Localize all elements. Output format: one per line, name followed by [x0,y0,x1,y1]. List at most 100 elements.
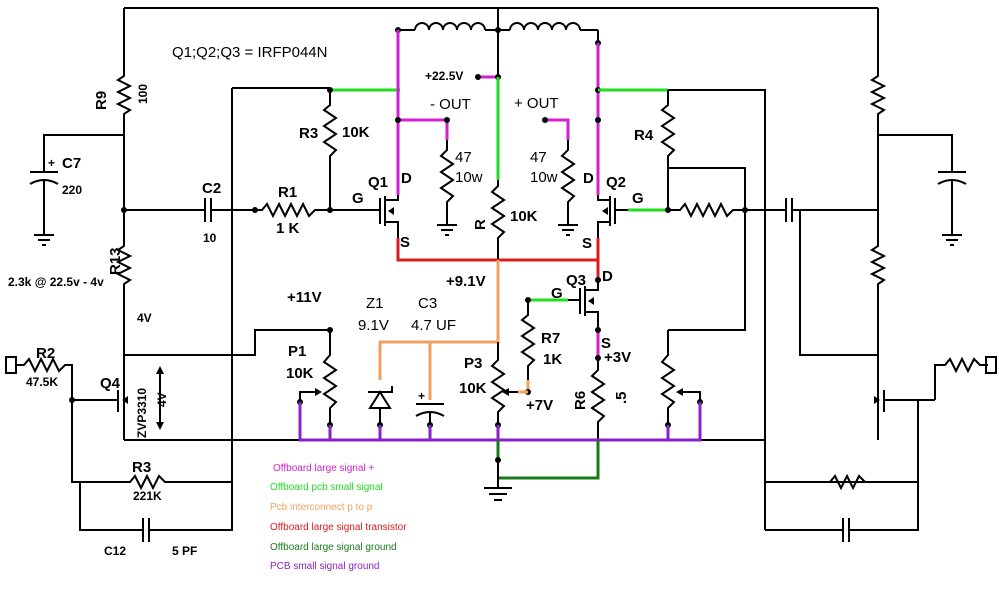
mosfet-q3 [568,280,599,330]
orange-9v-net [378,260,500,400]
q3-g: G [551,285,563,302]
v7-label: +7V [526,397,553,414]
potentiometer-right [660,330,701,425]
c12-wire-a [79,482,143,531]
resistor-r4 [660,90,676,210]
c7-label: C7 [62,155,81,172]
capacitor-right [745,198,878,222]
feedback-wire-left [71,400,80,483]
q3-d: D [602,268,613,285]
q2-d: D [583,170,594,187]
q3-s: S [601,335,611,352]
v3-label: +3V [604,349,631,366]
v4-label: 4V [137,311,152,325]
r3-top-value: 10K [342,124,370,141]
dark-green-ground [496,440,600,480]
p3-value: 10K [459,380,487,397]
q3-label: Q3 [566,272,586,289]
legend-item-1: Offboard large signal + [273,463,374,474]
r9-value: 100 [136,84,150,104]
r9-label: R9 [93,91,110,110]
q4-part: ZVP3310 [135,388,149,438]
right-c12-wire-b [849,482,919,531]
legend: Offboard large signal + Offboard pcb sma… [270,463,407,572]
node-supply [475,74,481,80]
resistor-r1 [255,201,380,219]
node-minus-out-b [444,117,450,123]
resistor-r9 [115,70,133,120]
resistor-right-feedback [800,473,918,491]
p1-label: P1 [288,343,306,360]
r-center-label: R [472,219,489,230]
right-input-terminal [985,356,997,374]
r7-value: 1K [543,351,562,368]
mosfet-q2 [597,195,628,238]
q2-g: G [632,190,644,207]
resistor-right-mid [869,240,887,290]
c3-plus: + [418,389,425,403]
capacitor-right-supply [878,134,967,246]
c12-wire-b [149,440,233,531]
transistor-note: Q1;Q2;Q3 = IRFP044N [172,44,328,61]
z1-label: Z1 [366,295,384,312]
potentiometer-p1 [299,330,338,425]
mosfet-right-q4 [874,390,935,412]
r3-bottom-value: 221K [133,489,162,503]
resistor-r3-top [322,90,338,210]
p1-value: 10K [286,365,314,382]
r4-label: R4 [634,127,654,144]
node-ind-center [495,27,501,33]
resistor-right-input [668,201,745,219]
resistor-load-right [558,140,578,236]
c3-value: 4.7 UF [411,317,456,334]
mosfet-q1 [368,195,399,238]
resistor-r13 [115,240,133,290]
q1-label: Q1 [368,174,388,191]
q1-g: G [352,190,364,207]
ground-symbol [484,460,512,501]
load-left-power: 10w [455,169,483,186]
c7-plus: + [48,156,55,170]
voltage-arrow [156,366,164,430]
resistor-right-top [869,70,887,120]
zener-z1 [368,386,393,425]
legend-item-6: PCB small signal ground [270,561,380,572]
r6-label: R6 [572,391,589,410]
load-left-value: 47 [455,149,472,166]
c7-value: 220 [62,183,82,197]
r2-label: R2 [36,345,55,362]
c2-value: 10 [203,231,217,245]
node-minus-out [395,117,401,123]
resistor-load-left [437,140,457,236]
r3-bottom-label: R3 [132,459,151,476]
legend-item-3: Pcb interconnect p to p [270,502,373,513]
r1-label: R1 [278,184,297,201]
c12-label: C12 [104,544,126,558]
supply-label: +22.5V [425,69,463,83]
q1-d: D [401,170,412,187]
legend-item-4: Offboard large signal transistor [270,522,407,533]
c2-label: C2 [202,180,221,197]
node-plus-out [542,117,548,123]
r13-note: 2.3k @ 22.5v - 4v [8,275,104,289]
c12-value: 5 PF [172,544,197,558]
input-terminal [5,356,17,374]
r3-top-label: R3 [299,125,318,142]
capacitor-c7 [29,134,124,246]
c3-label: C3 [418,295,437,312]
q2-label: Q2 [606,174,626,191]
v4b-label: 4V [155,392,169,407]
q4-label: Q4 [100,375,121,392]
legend-item-5: Offboard large signal ground [270,542,397,553]
legend-item-2: Offboard pcb small signal [270,482,383,493]
z1-value: 9.1V [358,317,389,334]
right-feedback-wire [765,400,919,483]
r6-value: .5 [613,391,630,404]
node-c2-left [121,207,127,213]
resistor-r3-bottom [80,473,232,491]
q2-s: S [582,235,592,252]
right-inner-rail [668,89,878,440]
r7-label: R7 [541,330,560,347]
v11-label: +11V [287,289,322,306]
